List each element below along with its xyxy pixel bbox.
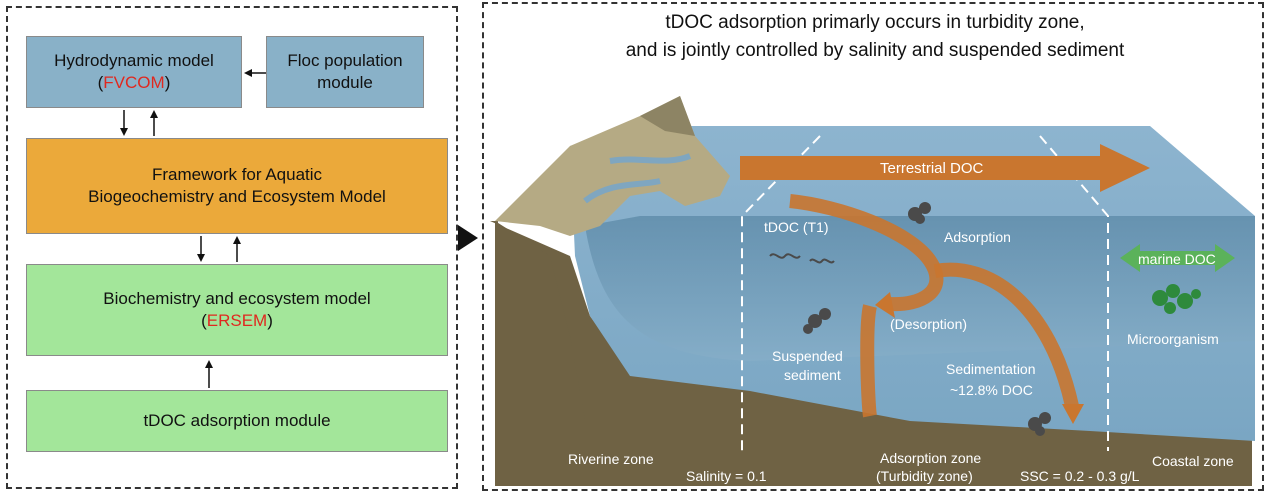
play-arrow-icon — [458, 225, 478, 251]
coastal-zone-label: Coastal zone — [1152, 453, 1234, 469]
tdoc-t1-label: tDOC (T1) — [764, 219, 829, 235]
tdoc-adsorption-module-box: tDOC adsorption module — [26, 390, 448, 452]
adsorption-label: Adsorption — [944, 229, 1011, 245]
tdoc-molecules-icon — [769, 253, 835, 264]
marine-doc-arrow — [1120, 244, 1235, 272]
sediment-particles-icon — [803, 202, 1051, 436]
suspended-label: Suspended — [772, 348, 843, 364]
sediment-bed — [490, 221, 1252, 486]
terrestrial-doc-arrow — [740, 144, 1150, 192]
fvcom-line: (FVCOM) — [97, 73, 171, 92]
adsorption-curve — [789, 194, 944, 312]
model-framework-panel — [6, 6, 458, 489]
riverine-zone-label: Riverine zone — [568, 451, 654, 467]
sedimentation-curve — [860, 262, 1079, 418]
turbidity-zone-label: (Turbidity zone) — [876, 468, 973, 484]
left-connector-arrows — [120, 69, 266, 388]
floc-module-label: module — [317, 73, 373, 92]
ssc-label: SSC = 0.2 - 0.3 g/L — [1020, 468, 1140, 484]
diagram-title-line1: tDOC adsorption primarly occurs in turbi… — [665, 12, 1085, 33]
microorganism-icon — [1152, 284, 1201, 314]
estuary-diagram-panel — [482, 2, 1264, 491]
estuary-illustration — [490, 96, 1255, 486]
framework-box: Framework for Aquatic Biogeochemistry an… — [26, 138, 448, 234]
fvcom-label: FVCOM — [103, 73, 165, 92]
hydrodynamic-model-label: Hydrodynamic model — [54, 51, 214, 70]
marine-doc-label: marine DOC — [1138, 251, 1216, 267]
sedimentation-label: Sedimentation — [946, 361, 1036, 377]
terrestrial-doc-label: Terrestrial DOC — [880, 160, 984, 177]
desorption-label: (Desorption) — [890, 316, 968, 332]
sedimentation-doc-percent-label: ~12.8% DOC — [950, 382, 1033, 398]
floc-population-box: Floc population module — [266, 36, 424, 108]
ersem-label: ERSEM — [206, 311, 268, 330]
biochemistry-model-box: Biochemistry and ecosystem model (ERSEM) — [26, 264, 448, 356]
diagram-title-line2: and is jointly controlled by salinity an… — [625, 40, 1125, 61]
biochemistry-model-label: Biochemistry and ecosystem model — [103, 289, 371, 308]
salinity-label: Salinity = 0.1 — [686, 468, 767, 484]
adsorption-zone-label: Adsorption zone — [880, 450, 982, 466]
sediment-label: sediment — [784, 367, 841, 383]
framework-label-line1: Framework for Aquatic — [151, 165, 323, 184]
floc-population-label: Floc population — [287, 51, 403, 70]
tdoc-adsorption-module-label: tDOC adsorption module — [143, 411, 331, 430]
framework-label-line2: Biogeochemistry and Ecosystem Model — [88, 187, 386, 206]
microorganism-label: Microorganism — [1127, 331, 1219, 347]
hydrodynamic-model-box: Hydrodynamic model (FVCOM) — [26, 36, 242, 108]
ersem-line: (ERSEM) — [201, 311, 273, 330]
